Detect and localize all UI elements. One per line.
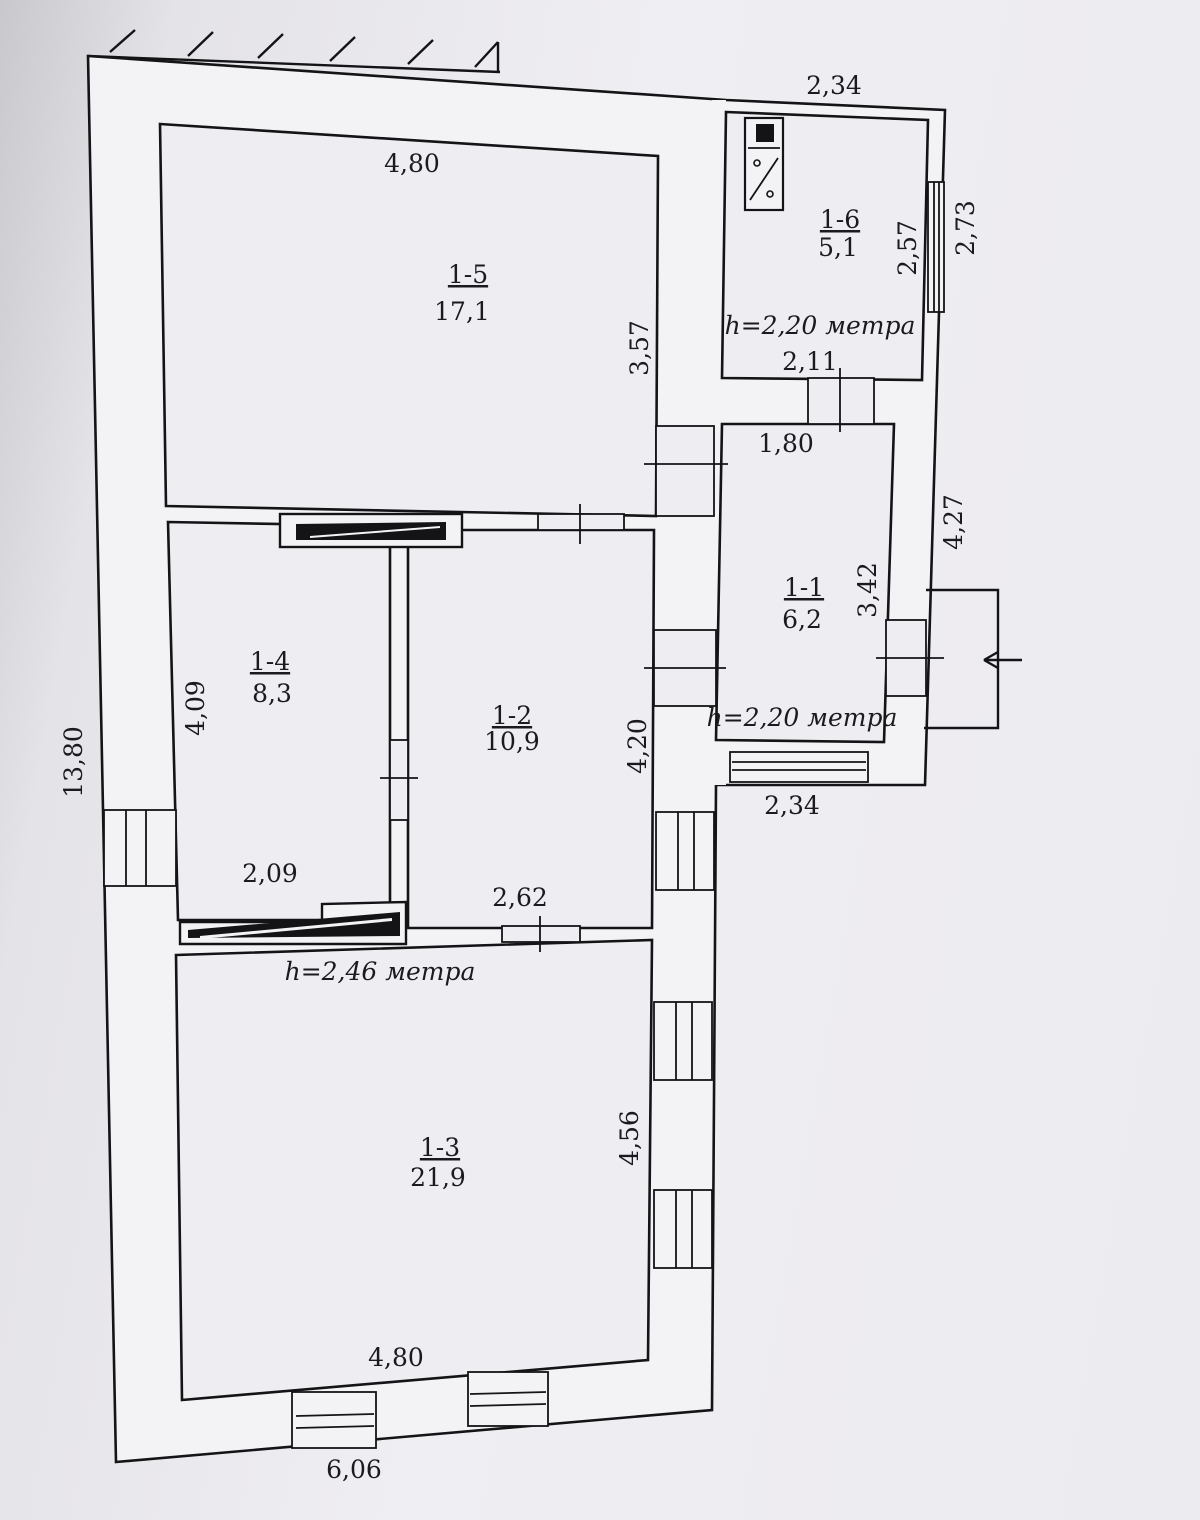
room-1-5-id: 1-5	[448, 260, 488, 289]
windows	[103, 181, 945, 1449]
room-1-6-area: 5,1	[818, 233, 858, 262]
kitchen-stove-icon	[743, 116, 785, 212]
dim-1-1-top: 1,80	[758, 429, 814, 458]
dim-1-6-bottom: 2,11	[782, 347, 838, 376]
dim-overall-width: 6,06	[326, 1455, 382, 1484]
dim-1-2-width: 2,62	[492, 883, 548, 912]
room-1-5-area: 17,1	[434, 297, 490, 326]
dim-1-4-width: 2,09	[242, 859, 298, 888]
dim-1-3-width: 4,80	[368, 1343, 424, 1372]
room-1-5-outline	[158, 122, 660, 518]
room-1-6-id: 1-6	[820, 205, 860, 234]
dim-1-6-inner-height: 2,57	[893, 220, 922, 276]
dim-1-6-top: 2,34	[806, 71, 862, 100]
dim-1-2-height: 4,20	[623, 718, 652, 774]
dim-annex-outer-height: 4,27	[939, 494, 968, 550]
dim-annex-bottom: 2,34	[764, 791, 820, 820]
room-1-1-id: 1-1	[784, 573, 824, 602]
room-1-4-area: 8,3	[252, 679, 292, 708]
ceiling-height-annex-upper: h=2,20 метра	[725, 311, 916, 340]
stove-upper	[278, 512, 464, 549]
room-1-4-id: 1-4	[250, 647, 290, 676]
ceiling-height-main: h=2,46 метра	[285, 957, 476, 986]
stove-lower	[178, 900, 408, 946]
room-1-3-area: 21,9	[410, 1163, 466, 1192]
room-1-2-id: 1-2	[492, 701, 532, 730]
dim-1-3-height: 4,56	[615, 1110, 644, 1166]
room-1-1-area: 6,2	[782, 605, 822, 634]
dim-overall-length: 13,80	[59, 726, 88, 798]
dim-1-5-width: 4,80	[384, 149, 440, 178]
dim-1-1-height: 3,42	[853, 562, 882, 618]
room-1-3-outline	[174, 938, 654, 1402]
hatch-marks	[87, 29, 501, 74]
dim-1-5-height: 3,57	[625, 320, 654, 376]
ceiling-height-annex-lower: h=2,20 метра	[707, 703, 898, 732]
dim-1-6-outer-height: 2,73	[951, 200, 980, 256]
room-1-3-id: 1-3	[420, 1133, 460, 1162]
entrance-arrow-icon	[924, 588, 1022, 730]
room-1-2-area: 10,9	[484, 727, 540, 756]
doors	[380, 368, 944, 952]
dim-1-4-height: 4,09	[181, 680, 210, 736]
